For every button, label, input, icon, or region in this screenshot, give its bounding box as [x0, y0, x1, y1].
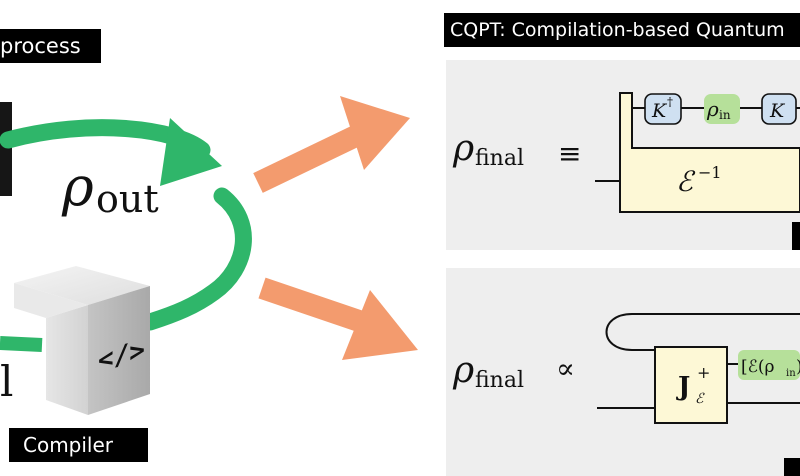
channel-inverse-box: ℰ −1 — [619, 92, 800, 213]
svg-text:ρ: ρ — [452, 350, 474, 391]
svg-text:in: in — [719, 108, 731, 122]
svg-text:in: in — [786, 368, 796, 379]
svg-text:ρ: ρ — [452, 128, 474, 169]
svg-text:ρ: ρ — [706, 97, 719, 121]
svg-text:−1: −1 — [698, 163, 722, 182]
gate-j-epsilon: J + ℰ — [654, 346, 728, 424]
bottom-rho-final: ρ final — [452, 350, 524, 393]
quantum-device-icon — [0, 102, 12, 196]
rho-out-label: ρ out — [61, 155, 159, 221]
svg-text:+: + — [697, 363, 710, 382]
svg-text:[ℰ(ρ: [ℰ(ρ — [741, 357, 775, 377]
orange-arrow-top — [253, 96, 410, 193]
svg-text:ρ: ρ — [61, 155, 94, 218]
cqpt-title: CQPT: Compilation-based Quantum — [444, 13, 800, 47]
svg-text:final: final — [475, 368, 524, 393]
process-label: process — [0, 29, 101, 63]
top-panel-corner-marker — [792, 222, 800, 250]
compiler-label: Compiler — [9, 428, 148, 462]
gate-k: K — [761, 93, 797, 125]
top-rho-final: ρ final — [452, 128, 524, 171]
proportional-symbol: ∝ — [556, 352, 575, 385]
bottom-panel-corner-marker — [784, 458, 800, 476]
svg-text:J: J — [676, 372, 690, 402]
svg-text:†: † — [667, 95, 673, 109]
compiler-cube-icon: </> — [14, 266, 150, 415]
output-state-partial: [ℰ(ρ in ) — [738, 350, 800, 380]
orange-arrow-bottom — [258, 277, 418, 360]
gate-k-dagger: K † — [644, 93, 682, 125]
svg-text:): ) — [796, 357, 800, 377]
gate-rho-in: ρ in — [704, 94, 740, 124]
green-loop-arrow — [0, 118, 252, 352]
svg-text:K: K — [769, 100, 786, 122]
svg-text:final: final — [475, 146, 524, 171]
svg-text:out: out — [96, 177, 159, 221]
svg-text:K: K — [651, 100, 668, 122]
partial-symbol: l — [0, 357, 13, 406]
equivalence-symbol: ≡ — [558, 137, 581, 170]
svg-text:ℰ: ℰ — [676, 165, 696, 198]
svg-text:ℰ: ℰ — [695, 391, 705, 407]
cap-wire — [605, 313, 800, 351]
